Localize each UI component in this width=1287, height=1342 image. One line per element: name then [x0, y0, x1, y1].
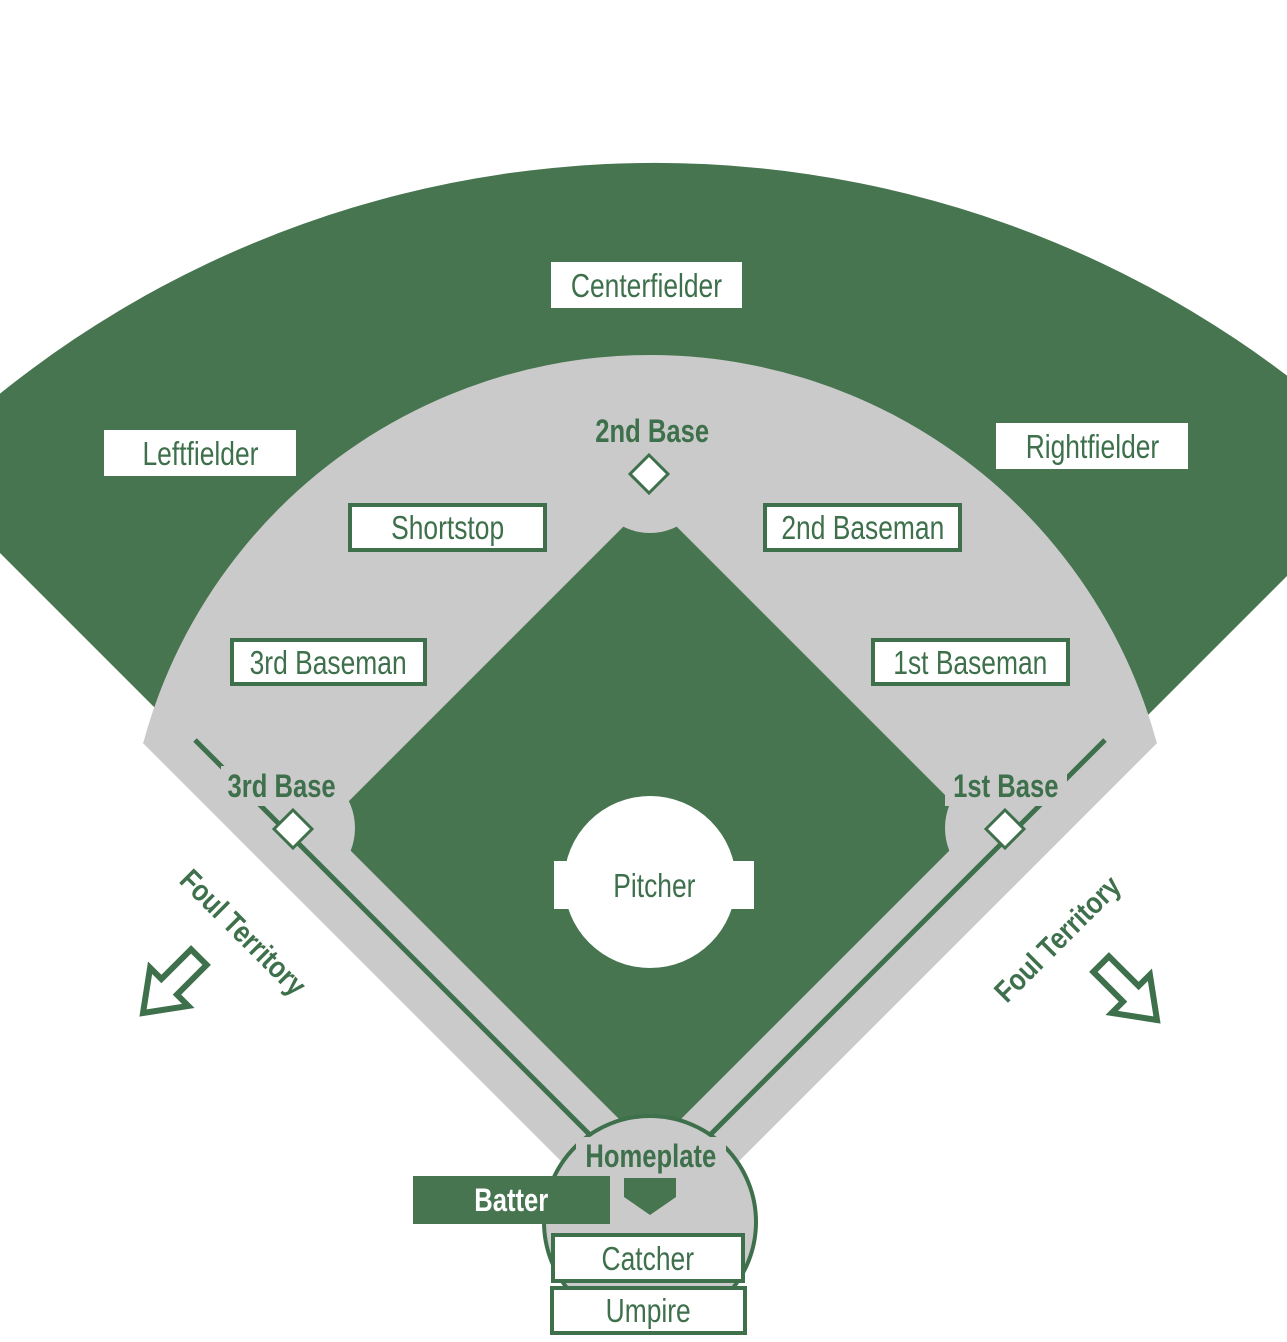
label-rightfielder: Rightfielder: [996, 423, 1188, 469]
label-umpire: Umpire: [550, 1286, 747, 1335]
catcher-text: Catcher: [601, 1239, 695, 1277]
label-pitcher: Pitcher: [554, 861, 754, 909]
label-third-baseman: 3rd Baseman: [230, 638, 427, 686]
label-catcher: Catcher: [551, 1233, 745, 1283]
third-base-text: 3rd Base: [227, 768, 337, 804]
first-base-text: 1st Base: [953, 768, 1059, 804]
homeplate-pentagon: [624, 1178, 676, 1215]
shortstop-text: Shortstop: [391, 509, 504, 546]
pitcher-text: Pitcher: [612, 866, 696, 904]
homeplate-text: Homeplate: [585, 1138, 717, 1174]
umpire-text: Umpire: [605, 1292, 692, 1329]
centerfielder-text: Centerfielder: [570, 266, 723, 304]
label-leftfielder: Leftfielder: [104, 430, 296, 476]
foul-line-left: [193, 738, 652, 1197]
label-homeplate: Homeplate: [576, 1137, 726, 1175]
third-base-marker: [271, 807, 315, 851]
label-second-baseman: 2nd Baseman: [763, 503, 962, 552]
batter-text: Batter: [474, 1182, 549, 1218]
label-shortstop: Shortstop: [348, 503, 547, 552]
foul-line-right: [648, 738, 1107, 1197]
label-second-base: 2nd Base: [577, 411, 727, 451]
foul-arrow-right: [1089, 952, 1161, 1024]
second-baseman-text: 2nd Baseman: [781, 509, 944, 546]
rightfielder-text: Rightfielder: [1025, 427, 1159, 465]
first-baseman-text: 1st Baseman: [893, 643, 1048, 681]
label-batter: Batter: [413, 1176, 610, 1224]
leftfielder-text: Leftfielder: [142, 434, 258, 472]
label-third-base: 3rd Base: [221, 766, 343, 806]
label-first-base: 1st Base: [945, 766, 1067, 806]
label-first-baseman: 1st Baseman: [871, 638, 1070, 686]
foul-arrow-left: [139, 945, 211, 1017]
second-base-marker: [627, 452, 671, 496]
third-baseman-text: 3rd Baseman: [249, 643, 408, 681]
first-base-marker: [983, 807, 1027, 851]
label-centerfielder: Centerfielder: [551, 262, 742, 308]
second-base-text: 2nd Base: [595, 413, 709, 449]
